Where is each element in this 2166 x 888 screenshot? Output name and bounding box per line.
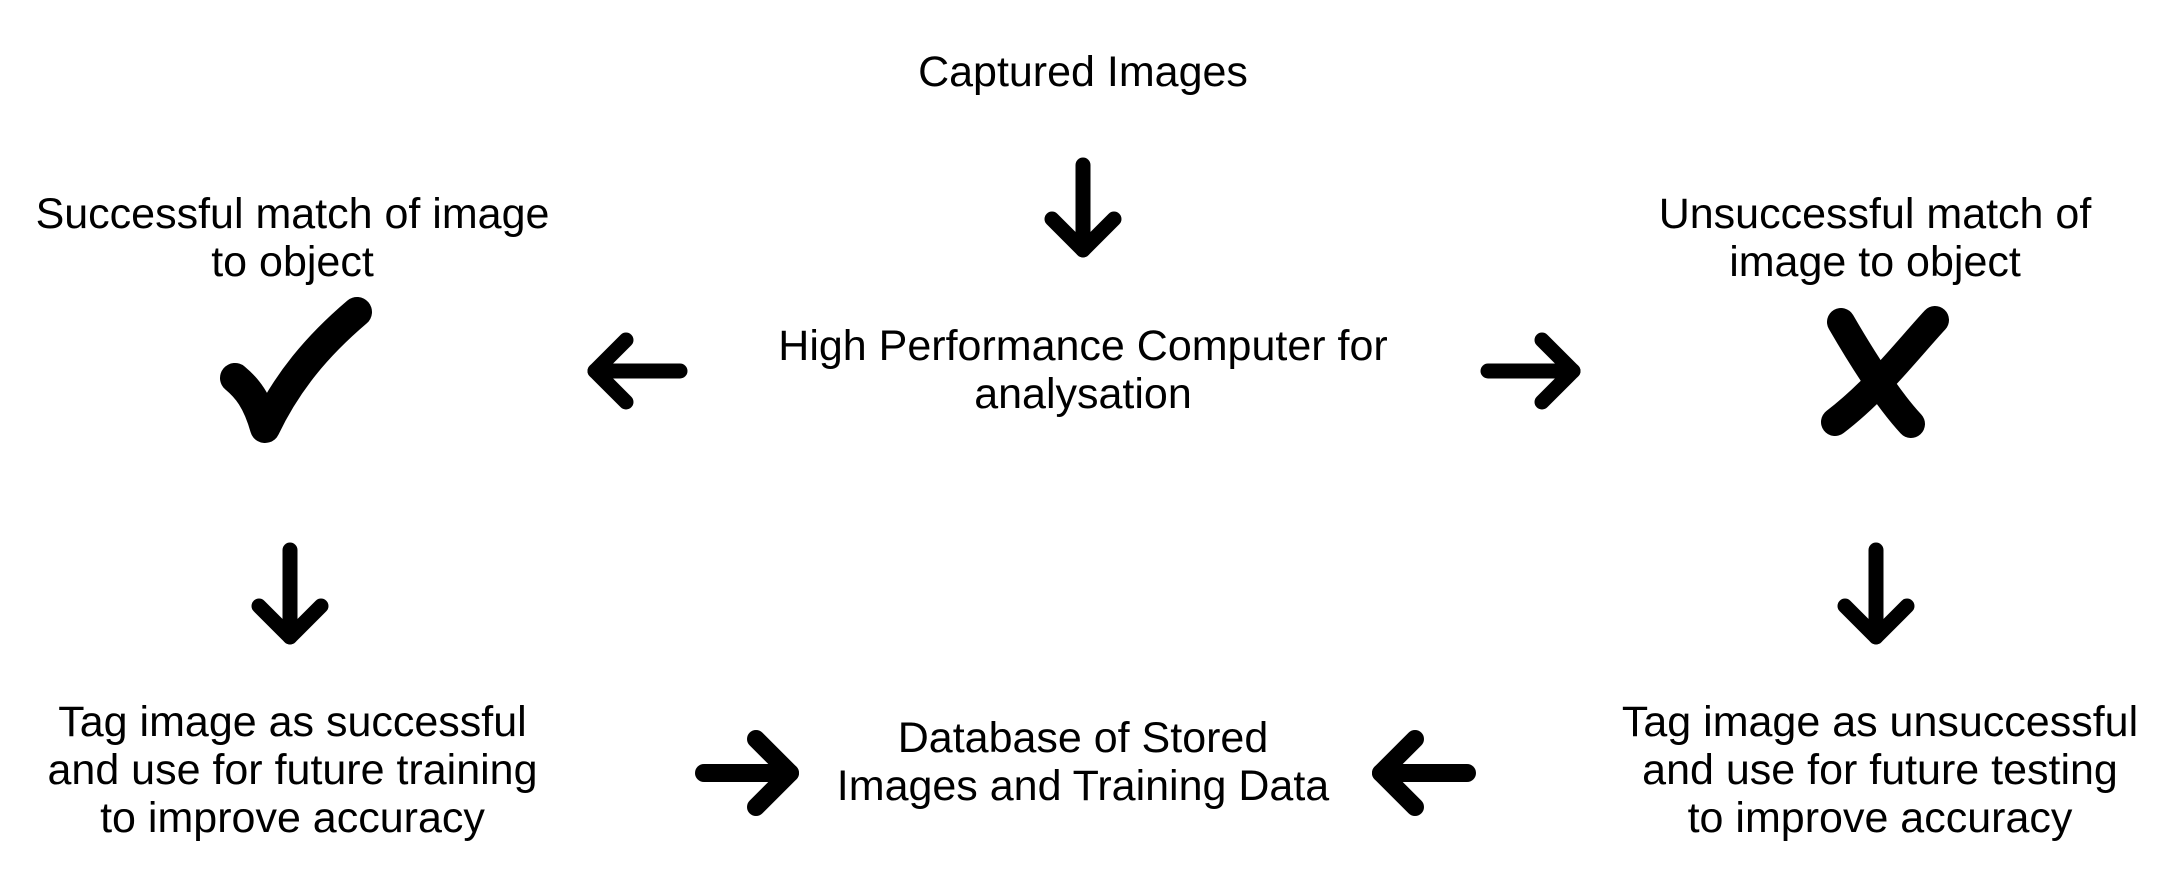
node-captured-images: Captured Images bbox=[918, 48, 1248, 96]
check-mark-icon bbox=[220, 297, 372, 443]
arrow-right-icon bbox=[695, 730, 799, 816]
node-successful-match: Successful match of image to object bbox=[35, 190, 550, 286]
node-database: Database of Stored Images and Training D… bbox=[836, 714, 1330, 810]
cross-mark-icon bbox=[1821, 306, 1949, 438]
arrow-left-icon bbox=[1372, 730, 1476, 816]
node-high-performance-computer: High Performance Computer for analysatio… bbox=[778, 322, 1388, 418]
arrow-down-icon bbox=[1837, 542, 1915, 645]
node-tag-unsuccessful: Tag image as unsuccessful and use for fu… bbox=[1621, 698, 2139, 842]
arrow-down-icon bbox=[1044, 157, 1122, 258]
node-tag-successful: Tag image as successful and use for futu… bbox=[47, 698, 538, 842]
node-unsuccessful-match: Unsuccessful match of image to object bbox=[1658, 190, 2092, 286]
arrow-left-icon bbox=[587, 332, 688, 410]
arrow-down-icon bbox=[251, 542, 329, 645]
arrow-right-icon bbox=[1480, 332, 1581, 410]
